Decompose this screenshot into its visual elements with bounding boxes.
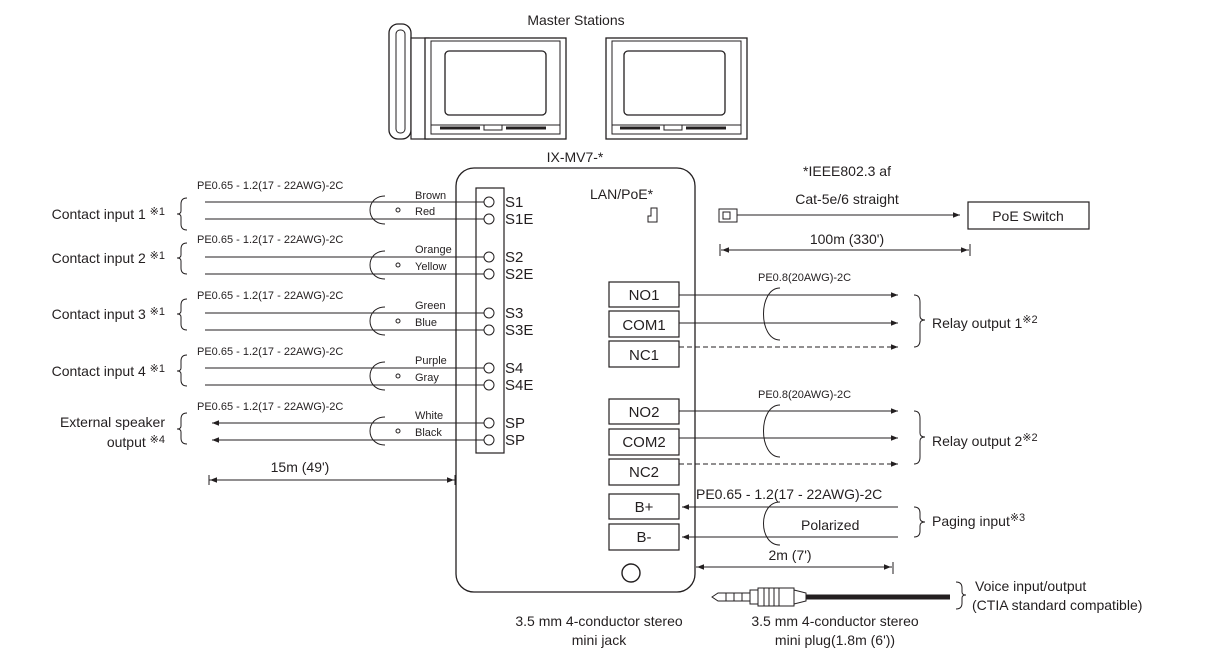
polarized-label: Polarized xyxy=(801,517,859,533)
svg-text:S2E: S2E xyxy=(505,266,533,283)
svg-text:*IEEE802.3 af: *IEEE802.3 af xyxy=(803,163,891,179)
svg-text:Black: Black xyxy=(415,427,442,439)
svg-text:NO1: NO1 xyxy=(629,287,660,304)
svg-text:PE0.65 - 1.2(17 - 22AWG)-2C: PE0.65 - 1.2(17 - 22AWG)-2C xyxy=(197,234,343,246)
svg-text:Gray: Gray xyxy=(415,372,439,384)
terminal-screw[interactable] xyxy=(483,307,495,319)
terminal-screw[interactable] xyxy=(483,362,495,374)
terminal-nc2[interactable] xyxy=(608,458,680,486)
plug-label: 3.5 mm 4-conductor stereo xyxy=(751,613,919,629)
contact-input-2: Contact input 2 ※1 PE0.65 - 1.2(17 - 22A… xyxy=(52,234,534,283)
terminal-no1[interactable] xyxy=(608,281,680,308)
svg-text:NC1: NC1 xyxy=(629,347,659,364)
contact-input-label: Contact input 3 ※1 xyxy=(52,306,165,322)
svg-text:Blue: Blue xyxy=(415,317,437,329)
svg-text:Orange: Orange xyxy=(415,244,452,256)
terminal-screw[interactable] xyxy=(483,417,495,429)
svg-text:Yellow: Yellow xyxy=(415,261,446,273)
svg-text:Relay output 2※2: Relay output 2※2 xyxy=(932,432,1038,449)
svg-text:output ※4: output ※4 xyxy=(107,434,165,450)
svg-text:100m (330'): 100m (330') xyxy=(810,231,884,247)
paging-cable-spec: PE0.65 - 1.2(17 - 22AWG)-2C xyxy=(696,486,882,502)
terminal-b-minus[interactable] xyxy=(608,523,680,551)
svg-text:S1E: S1E xyxy=(505,211,533,228)
svg-text:B-: B- xyxy=(637,529,652,546)
terminal-nc1[interactable] xyxy=(608,340,680,368)
poe-connection: *IEEE802.3 af Cat-5e/6 straight PoE Swit… xyxy=(718,163,1090,256)
svg-text:Brown: Brown xyxy=(415,190,446,202)
svg-text:(CTIA standard compatible): (CTIA standard compatible) xyxy=(972,597,1142,613)
svg-text:NC2: NC2 xyxy=(629,464,659,481)
poe-switch-label: PoE Switch xyxy=(992,208,1064,224)
svg-text:External speaker: External speaker xyxy=(60,414,165,430)
svg-text:mini plug(1.8m (6')): mini plug(1.8m (6')) xyxy=(775,632,895,648)
svg-text:PE0.65 - 1.2(17 - 22AWG)-2C: PE0.65 - 1.2(17 - 22AWG)-2C xyxy=(197,346,343,358)
svg-text:Relay output 1※2: Relay output 1※2 xyxy=(932,314,1038,331)
contact-input-label: Contact input 4 ※1 xyxy=(52,363,165,379)
svg-text:15m (49'): 15m (49') xyxy=(271,459,330,475)
svg-text:PE0.65 - 1.2(17 - 22AWG)-2C: PE0.65 - 1.2(17 - 22AWG)-2C xyxy=(197,401,343,413)
device-body xyxy=(455,167,696,593)
svg-text:S1: S1 xyxy=(505,194,523,211)
cable-spec: PE0.65 - 1.2(17 - 22AWG)-2C xyxy=(197,180,343,192)
poe-switch-box[interactable] xyxy=(967,201,1090,230)
contact-input-label: Contact input 1 ※1 xyxy=(52,206,165,222)
svg-text:Purple: Purple xyxy=(415,355,447,367)
audio-jack[interactable] xyxy=(621,563,641,583)
terminal-screw[interactable] xyxy=(483,196,495,208)
svg-text:NO2: NO2 xyxy=(629,404,660,421)
terminal-screw[interactable] xyxy=(483,268,495,280)
lan-port-icon xyxy=(647,207,658,223)
contact-input-1: Contact input 1 ※1 PE0.65 - 1.2(17 - 22A… xyxy=(52,180,533,231)
diagram-title: Master Stations xyxy=(527,12,624,28)
contact-input-label: Contact input 2 ※1 xyxy=(52,250,165,266)
rj45-plug-icon xyxy=(718,208,738,223)
svg-text:S2: S2 xyxy=(505,249,523,266)
relay-cable-spec: PE0.8(20AWG)-2C xyxy=(758,272,851,284)
master-station xyxy=(605,37,748,140)
svg-text:PE0.65 - 1.2(17 - 22AWG)-2C: PE0.65 - 1.2(17 - 22AWG)-2C xyxy=(197,290,343,302)
svg-text:Green: Green xyxy=(415,300,446,312)
terminal-com1[interactable] xyxy=(608,310,680,338)
svg-text:Red: Red xyxy=(415,206,435,218)
terminal-b-plus[interactable] xyxy=(608,493,680,520)
paging-input: B+ B- PE0.65 - 1.2(17 - 22AWG)-2C Polari… xyxy=(608,486,1025,574)
contact-input-4: Contact input 4 ※1 PE0.65 - 1.2(17 - 22A… xyxy=(52,346,534,394)
voice-label: Voice input/output xyxy=(975,578,1086,594)
jack-label: 3.5 mm 4-conductor stereo xyxy=(515,613,683,629)
master-station-with-handset xyxy=(388,23,567,140)
terminal-screw[interactable] xyxy=(483,251,495,263)
left-distance-dimension: 15m (49') xyxy=(208,459,456,485)
terminal-screw[interactable] xyxy=(483,324,495,336)
terminal-screw[interactable] xyxy=(483,213,495,225)
contact-input-3: Contact input 3 ※1 PE0.65 - 1.2(17 - 22A… xyxy=(52,290,534,339)
svg-text:Cat-5e/6 straight: Cat-5e/6 straight xyxy=(795,191,899,207)
svg-text:Paging input※3: Paging input※3 xyxy=(932,512,1025,529)
terminal-screw[interactable] xyxy=(483,379,495,391)
svg-text:S3: S3 xyxy=(505,305,523,322)
lan-poe-label: LAN/PoE* xyxy=(590,186,654,202)
terminal-screw[interactable] xyxy=(483,434,495,446)
terminal-com2[interactable] xyxy=(608,428,680,456)
relay-output-2: NO2 COM2 NC2 PE0.8(20AWG)-2C Relay outpu… xyxy=(608,389,1038,486)
relay-output-1: NO1 COM1 NC1 PE0.8(20AWG)-2C Relay outpu… xyxy=(608,272,1038,368)
terminal-block xyxy=(475,187,505,454)
svg-text:S4: S4 xyxy=(505,360,523,377)
svg-text:COM2: COM2 xyxy=(622,434,665,451)
svg-text:PE0.8(20AWG)-2C: PE0.8(20AWG)-2C xyxy=(758,389,851,401)
svg-text:White: White xyxy=(415,410,443,422)
svg-text:B+: B+ xyxy=(635,499,654,516)
svg-text:mini jack: mini jack xyxy=(572,632,627,648)
svg-text:SP: SP xyxy=(505,432,525,449)
stereo-plug xyxy=(711,581,967,610)
svg-text:COM1: COM1 xyxy=(622,317,665,334)
external-speaker-output: External speaker output ※4 PE0.65 - 1.2(… xyxy=(60,401,525,450)
svg-text:2m (7'): 2m (7') xyxy=(768,547,811,563)
device-name: IX-MV7-* xyxy=(547,149,604,165)
svg-text:S4E: S4E xyxy=(505,377,533,394)
svg-text:S3E: S3E xyxy=(505,322,533,339)
svg-text:SP: SP xyxy=(505,415,525,432)
